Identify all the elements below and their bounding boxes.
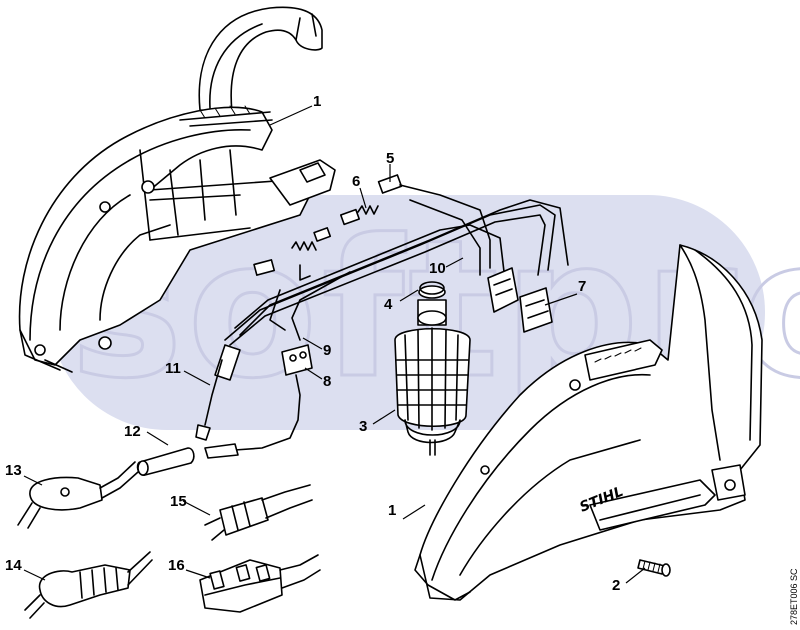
- callout-6: 6: [352, 173, 360, 190]
- screw: [637, 559, 671, 577]
- callout-4: 4: [384, 296, 393, 313]
- callout-12: 12: [124, 423, 141, 440]
- callout-11: 11: [165, 360, 181, 377]
- callout-3: 3: [359, 418, 367, 435]
- callout-10: 10: [429, 260, 446, 277]
- housing-half-left: [18, 6, 336, 373]
- callout-1-top: 1: [313, 93, 321, 110]
- callout-2: 2: [612, 577, 620, 594]
- plug-schuko: [24, 551, 153, 619]
- callout-labels: 1 1 2 3 4 5 6 7 8 9 10 11 12 13 15 14 16: [5, 93, 620, 594]
- terminal-and-mains-lead: [136, 344, 313, 476]
- callout-15: 15: [170, 493, 187, 510]
- callout-14: 14: [5, 557, 22, 574]
- callout-1-bottom: 1: [388, 502, 396, 519]
- reference-code: 278ET006 SC: [789, 568, 799, 625]
- cable-harness: [224, 184, 569, 346]
- callout-13: 13: [5, 462, 22, 479]
- callout-5: 5: [386, 150, 394, 167]
- plug-euro: [17, 461, 139, 529]
- callout-9: 9: [323, 342, 331, 359]
- armature-motor: [394, 281, 471, 456]
- carbon-brush-set: [253, 174, 403, 276]
- callout-8: 8: [323, 373, 331, 390]
- housing-half-right: STIHL: [414, 244, 763, 601]
- switch-assembly: [487, 267, 553, 333]
- callout-7: 7: [578, 278, 586, 295]
- plug-two-pin: [204, 484, 313, 541]
- callout-16: 16: [168, 557, 185, 574]
- leader-lines: [23, 105, 646, 584]
- plug-uk: [199, 554, 321, 613]
